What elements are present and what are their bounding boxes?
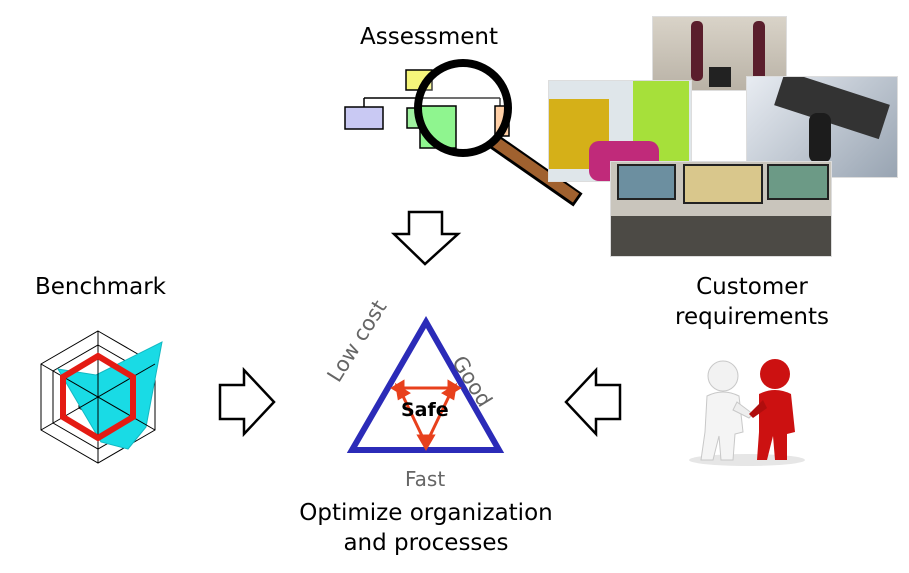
magnifier-icon <box>414 59 583 207</box>
optimize-line2: and processes <box>343 530 509 556</box>
optimize-label: Optimize organization and processes <box>296 498 556 558</box>
operations-control-room-photo <box>610 161 832 257</box>
triangle-center-label: Safe <box>401 399 449 421</box>
right-arrow-icon <box>218 366 276 438</box>
assessment-label: Assessment <box>360 24 498 50</box>
customer-line2: requirements <box>675 304 829 330</box>
white-figure <box>700 360 754 461</box>
triangle-bottom-label: Fast <box>405 467 446 491</box>
triangle-red-arrows <box>390 379 462 451</box>
red-figure <box>749 359 795 460</box>
left-arrow-icon <box>564 366 622 438</box>
quality-triangle <box>346 315 505 453</box>
down-arrow-icon <box>390 210 462 266</box>
benchmark-label: Benchmark <box>35 274 167 300</box>
handshake-figures-icon <box>689 359 805 466</box>
optimize-line1: Optimize organization <box>299 500 553 526</box>
customer-line1: Customer <box>696 274 808 300</box>
customer-requirements-label: Customer requirements <box>672 272 832 332</box>
radar-chart-icon <box>40 330 163 464</box>
